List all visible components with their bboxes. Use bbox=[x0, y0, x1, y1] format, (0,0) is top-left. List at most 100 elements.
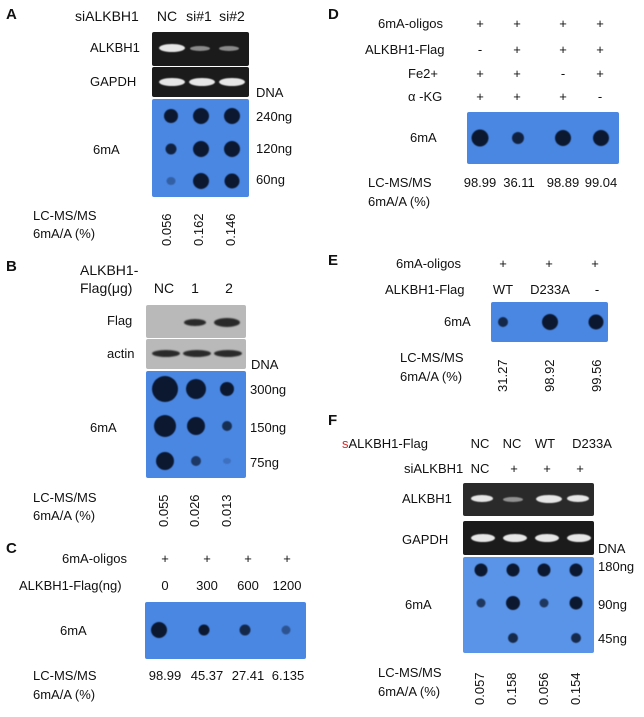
panel-a-gel2 bbox=[152, 67, 249, 97]
panel-a-amount-1: 240ng bbox=[256, 109, 293, 124]
panel-f-row2-val-3: + bbox=[543, 461, 551, 476]
panel-e-row2-val-3: - bbox=[594, 282, 600, 297]
panel-a-lane-2: si#1 bbox=[186, 8, 212, 24]
panel-c-ms-line2: 6mA/A (%) bbox=[33, 687, 96, 702]
panel-f-blot-label: 6mA bbox=[405, 597, 432, 612]
panel-d-row2-mark-3: + bbox=[559, 42, 567, 57]
panel-d-blot-label: 6mA bbox=[410, 130, 437, 145]
panel-f-gel1 bbox=[463, 483, 594, 516]
panel-d-ms-line2: 6mA/A (%) bbox=[368, 194, 431, 209]
panel-d-row1-mark-2: + bbox=[513, 16, 521, 31]
panel-d-row2-label: ALKBH1-Flag bbox=[365, 42, 445, 57]
panel-b-amount-2: 150ng bbox=[250, 420, 287, 435]
panel-a-value-2: 0.162 bbox=[191, 213, 206, 246]
panel-f-gel2 bbox=[463, 521, 594, 555]
panel-d-ms-line1: LC-MS/MS bbox=[368, 175, 432, 190]
panel-f-dna-label: DNA bbox=[598, 541, 626, 556]
panel-c-row1-mark-4: + bbox=[283, 551, 291, 566]
panel-c-row1-label: 6mA-oligos bbox=[62, 551, 128, 566]
panel-f-row1-val-4: D233A bbox=[572, 436, 612, 451]
panel-a-lane-3: si#2 bbox=[219, 8, 245, 24]
panel-d-row1-label: 6mA-oligos bbox=[378, 16, 444, 31]
panel-a-amount-2: 120ng bbox=[256, 141, 293, 156]
panel-f-value-4: 0.154 bbox=[568, 672, 583, 705]
panel-a-blot-label: 6mA bbox=[93, 142, 120, 157]
panel-e-ms-line2: 6mA/A (%) bbox=[400, 369, 463, 384]
panel-f-row1-prefix: s bbox=[342, 436, 349, 451]
panel-d-value-3: 98.89 bbox=[546, 175, 580, 190]
panel-a-ms-line2: 6mA/A (%) bbox=[33, 226, 96, 241]
panel-d-row4-mark-4: - bbox=[597, 89, 603, 104]
panel-f-value-3: 0.056 bbox=[536, 672, 551, 705]
panel-e-dotblot bbox=[491, 302, 608, 342]
panel-e-value-1: 31.27 bbox=[495, 359, 510, 392]
panel-b-lane-3: 2 bbox=[225, 280, 233, 296]
panel-a-dna-label: DNA bbox=[256, 85, 284, 100]
panel-c-row2-val-2: 300 bbox=[196, 578, 218, 593]
panel-d-dotblot bbox=[467, 112, 619, 164]
panel-a-letter: A bbox=[6, 6, 17, 23]
panel-e-row2-val-2: D233A bbox=[530, 282, 570, 297]
panel-d-row2-mark-1: - bbox=[477, 42, 483, 57]
panel-a-header: siALKBH1 bbox=[75, 8, 139, 24]
panel-c-row2-val-1: 0 bbox=[161, 578, 169, 593]
panel-b-lane-1: NC bbox=[153, 280, 175, 296]
panel-a-gel1 bbox=[152, 32, 249, 66]
panel-e-row2-val-1: WT bbox=[492, 282, 514, 297]
panel-b-western-flag bbox=[146, 305, 246, 338]
panel-b-amount-1: 300ng bbox=[250, 382, 287, 397]
panel-c-row1-mark-2: + bbox=[203, 551, 211, 566]
panel-d-row1-mark-3: + bbox=[559, 16, 567, 31]
panel-a-value-3: 0.146 bbox=[223, 213, 238, 246]
panel-b-amount-3: 75ng bbox=[250, 455, 279, 470]
panel-d-row4-mark-2: + bbox=[513, 89, 521, 104]
panel-f-gel1-label: ALKBH1 bbox=[402, 491, 452, 506]
panel-d-row3-mark-3: - bbox=[560, 66, 566, 81]
panel-f-row2-val-1: NC bbox=[470, 461, 490, 476]
panel-f-row1-val-2: NC bbox=[502, 436, 522, 451]
panel-b-western-actin bbox=[146, 339, 246, 369]
panel-d-row1-mark-1: + bbox=[476, 16, 484, 31]
panel-f-row2-val-4: + bbox=[576, 461, 584, 476]
panel-d-value-1: 98.99 bbox=[463, 175, 497, 190]
panel-c-value-3: 27.41 bbox=[231, 668, 265, 683]
panel-d-letter: D bbox=[328, 6, 339, 23]
panel-c-blot-label: 6mA bbox=[60, 623, 87, 638]
panel-f-gel2-label: GAPDH bbox=[402, 532, 449, 547]
panel-f-value-1: 0.057 bbox=[472, 672, 487, 705]
panel-c-value-1: 98.99 bbox=[148, 668, 182, 683]
panel-f-value-2: 0.158 bbox=[504, 672, 519, 705]
panel-d-row3-label: Fe2+ bbox=[408, 66, 438, 81]
panel-b-value-3: 0.013 bbox=[219, 494, 234, 527]
panel-b-value-1: 0.055 bbox=[156, 494, 171, 527]
panel-d-value-4: 99.04 bbox=[584, 175, 618, 190]
panel-b-lane-2: 1 bbox=[191, 280, 199, 296]
panel-b-ms-line2: 6mA/A (%) bbox=[33, 508, 96, 523]
panel-e-ms-line1: LC-MS/MS bbox=[400, 350, 464, 365]
panel-f-amount-2: 90ng bbox=[598, 597, 627, 612]
panel-e-blot-label: 6mA bbox=[444, 314, 471, 329]
panel-f-row1-label: sALKBH1-Flag bbox=[342, 436, 428, 451]
panel-c-row1-mark-3: + bbox=[244, 551, 252, 566]
panel-d-row3-mark-1: + bbox=[476, 66, 484, 81]
panel-a-gel1-label: ALKBH1 bbox=[90, 40, 140, 55]
panel-e-row2-label: ALKBH1-Flag bbox=[385, 282, 465, 297]
panel-d-row1-mark-4: + bbox=[596, 16, 604, 31]
panel-f-ms-line2: 6mA/A (%) bbox=[378, 684, 441, 699]
panel-e-row1-mark-3: + bbox=[591, 256, 599, 271]
panel-e-row1-mark-1: + bbox=[499, 256, 507, 271]
panel-f-row2-label: siALKBH1 bbox=[404, 461, 464, 476]
panel-b-ms-line1: LC-MS/MS bbox=[33, 490, 97, 505]
panel-a-ms-line1: LC-MS/MS bbox=[33, 208, 97, 223]
panel-c-ms-line1: LC-MS/MS bbox=[33, 668, 97, 683]
panel-d-row3-mark-4: + bbox=[596, 66, 604, 81]
panel-f-row1-text: ALKBH1-Flag bbox=[348, 436, 428, 451]
panel-b-letter: B bbox=[6, 258, 17, 275]
panel-e-row1-label: 6mA-oligos bbox=[396, 256, 462, 271]
panel-b-dotblot bbox=[146, 371, 246, 478]
panel-f-amount-1: 180ng bbox=[598, 559, 635, 574]
panel-c-letter: C bbox=[6, 540, 17, 557]
panel-d-row4-mark-3: + bbox=[559, 89, 567, 104]
panel-f-amount-3: 45ng bbox=[598, 631, 627, 646]
panel-b-header-2: Flag(μg) bbox=[80, 280, 133, 296]
